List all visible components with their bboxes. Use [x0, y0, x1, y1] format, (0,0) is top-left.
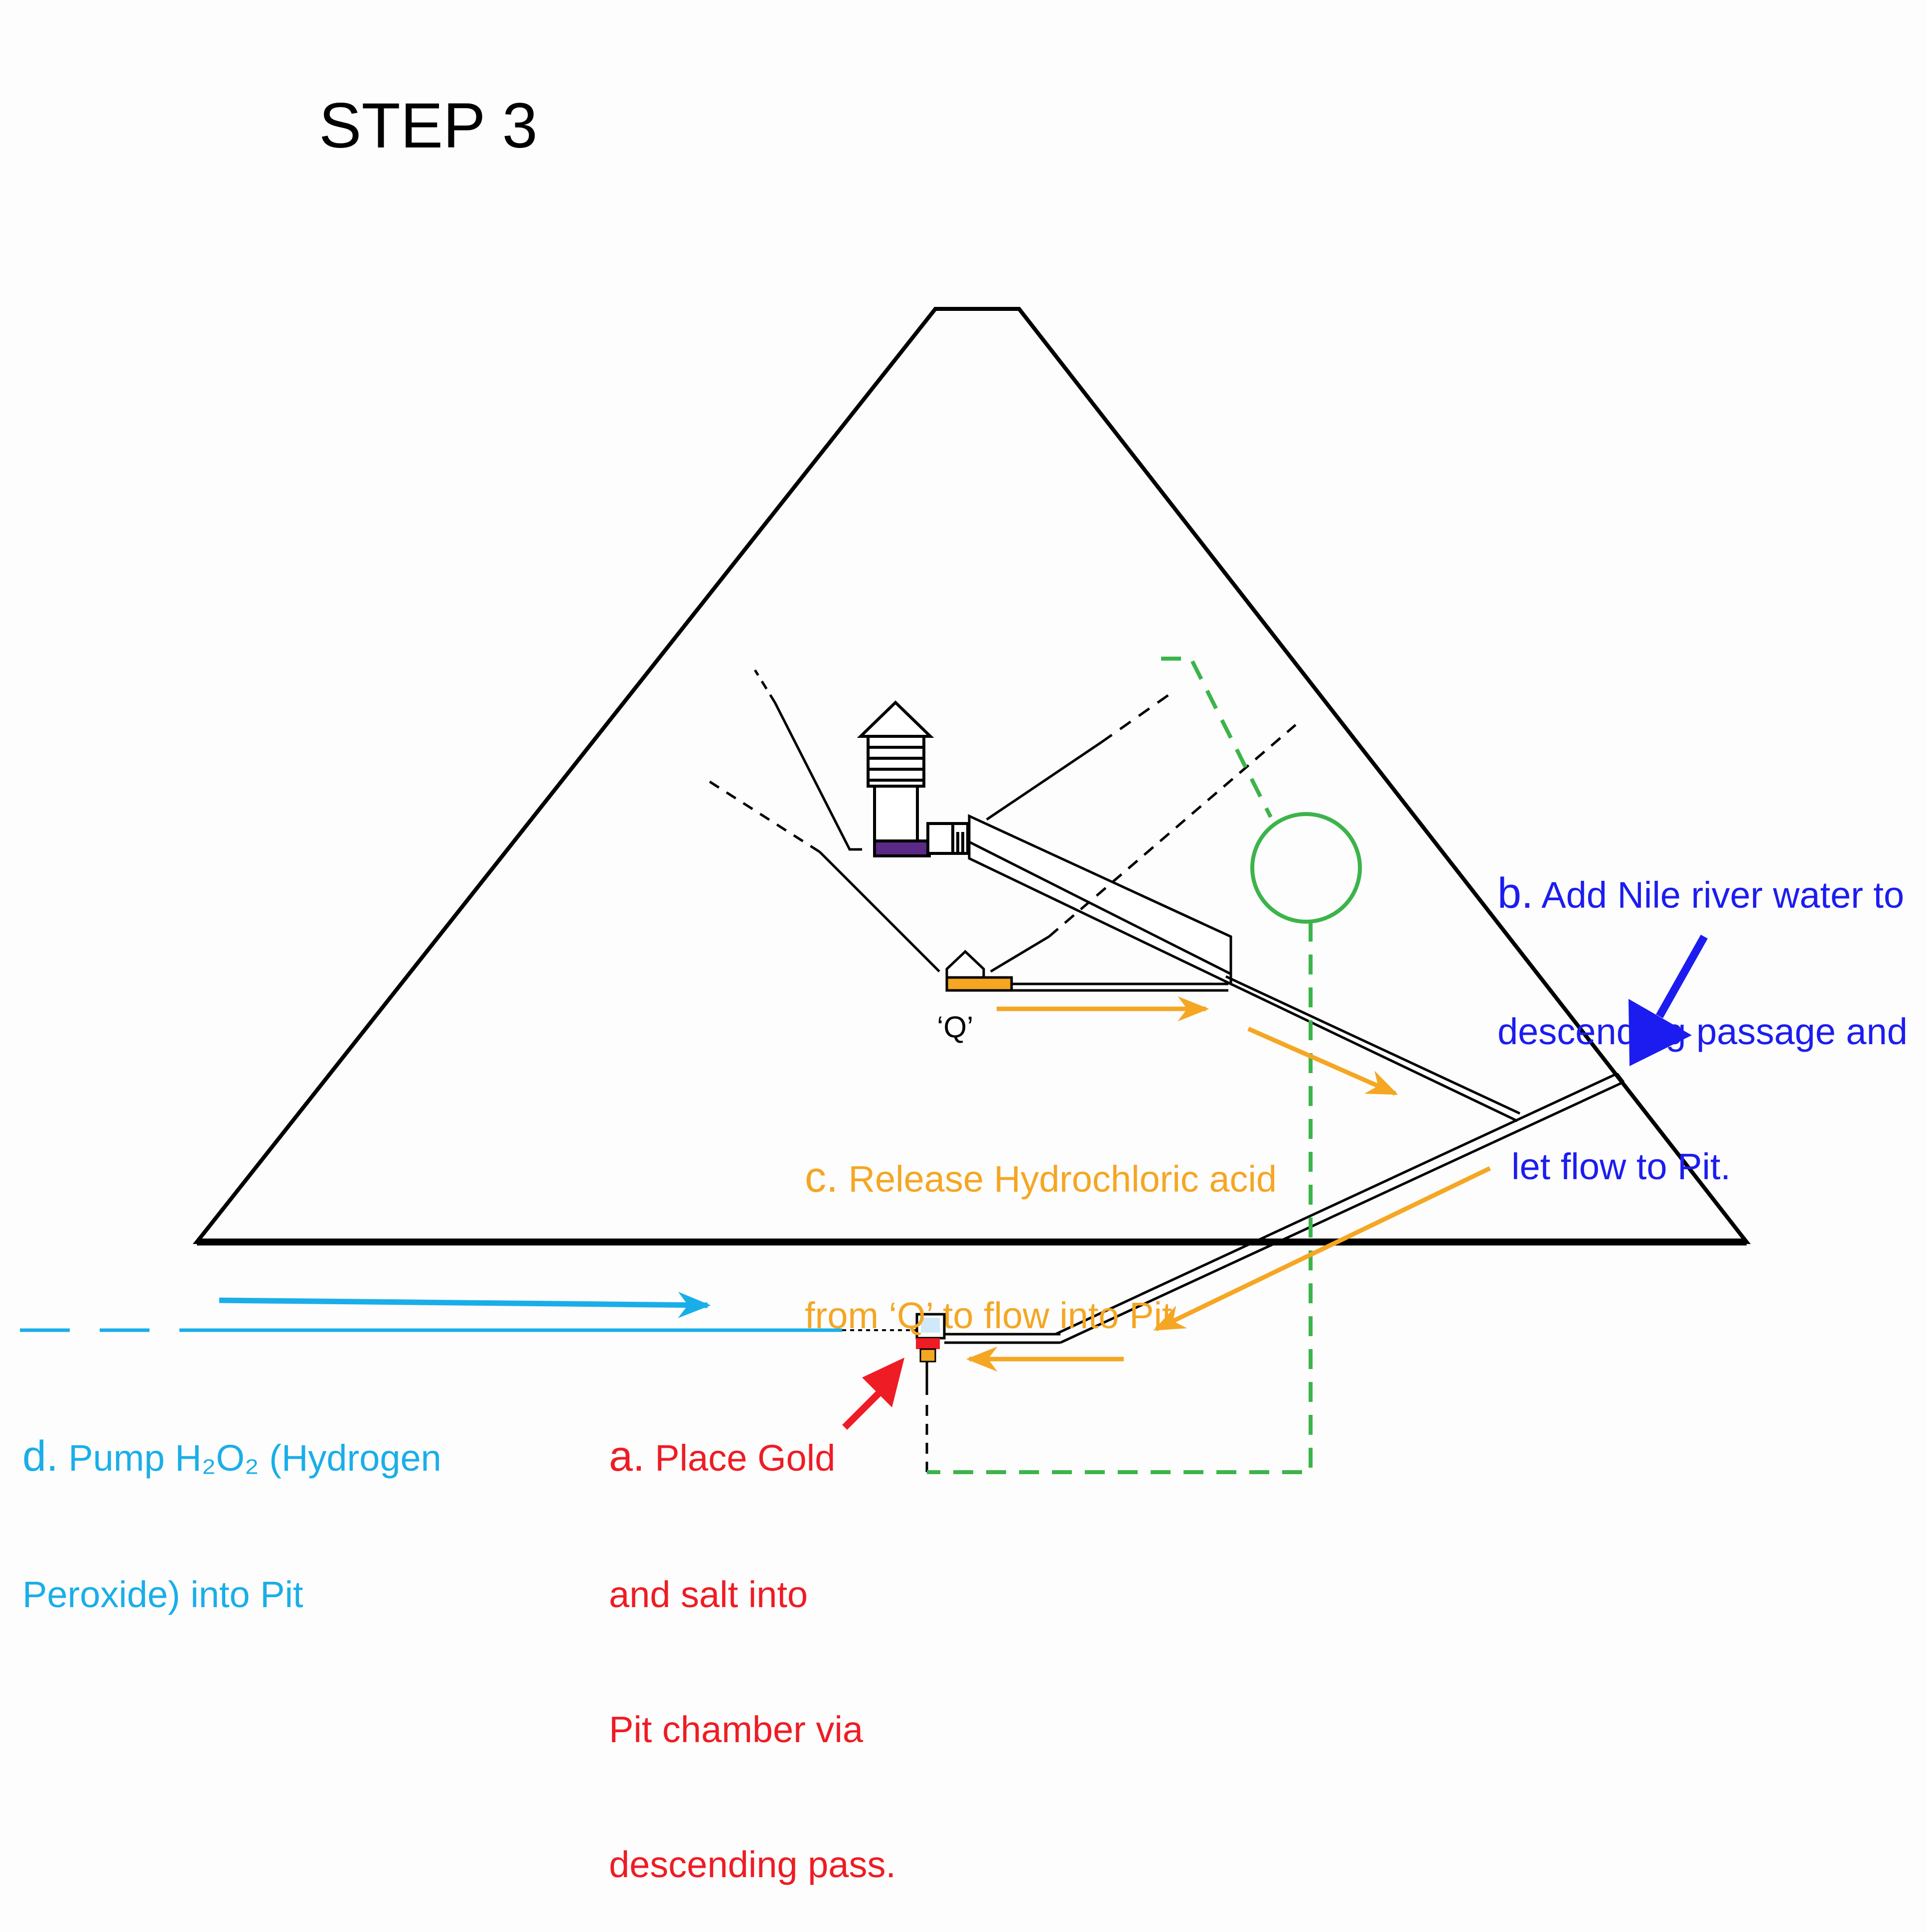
ascending-passage	[1225, 975, 1521, 1122]
pit-chamber	[842, 1313, 946, 1472]
queens-chamber	[702, 724, 1297, 992]
step-b-line-2: descending passage and	[1497, 1010, 1908, 1052]
nile-water-arrow	[1629, 935, 1708, 1066]
step-a-line-1: Place Gold	[655, 1437, 836, 1479]
grand-gallery	[968, 814, 1232, 986]
kings-south-shaft	[986, 741, 1102, 821]
acid-arrow-2	[1247, 1026, 1398, 1096]
step-c-line-2: from ‘Q’ to flow into Pit.	[805, 1294, 1183, 1336]
acid-arrow-3	[1153, 1166, 1491, 1332]
step-a-letter: a.	[609, 1432, 645, 1480]
step-d-line-1: Pump H₂O₂ (Hydrogen	[68, 1437, 442, 1479]
step-b-text: b. Add Nile river water to descending pa…	[1497, 777, 1908, 1234]
acid-flow-arrows	[966, 996, 1491, 1372]
green-path	[927, 657, 1362, 1474]
gold-placement-arrow	[842, 1358, 904, 1430]
queens-chamber-floor	[945, 976, 1013, 992]
kings-north-shaft	[773, 701, 862, 851]
step-d-text: d. Pump H₂O₂ (Hydrogen Peroxide) into Pi…	[22, 1340, 442, 1662]
queens-chamber-label: ‘Q’	[937, 1010, 974, 1044]
step-a-line-3: Pit chamber via	[609, 1708, 863, 1750]
kings-chamber	[857, 700, 969, 857]
step-c-text: c. Release Hydrochloric acid from ‘Q’ to…	[805, 1061, 1277, 1383]
step-b-line-1: Add Nile river water to	[1541, 874, 1905, 916]
descending-passage	[944, 1072, 1625, 1344]
step-a-text: a. Place Gold and salt into Pit chamber …	[609, 1340, 896, 1932]
kings-chamber-floor	[873, 839, 931, 857]
step-b-letter: b.	[1497, 869, 1533, 917]
step-d-line-2: Peroxide) into Pit	[22, 1573, 303, 1615]
step-b-line-3: let flow to Pit.	[1511, 1145, 1731, 1187]
step-c-letter: c.	[805, 1153, 838, 1201]
cyan-arrow	[219, 1291, 711, 1318]
page-title: STEP 3	[319, 90, 538, 161]
step-d-letter: d.	[22, 1432, 58, 1480]
step-a-line-4: descending pass.	[609, 1843, 896, 1885]
step-a-line-2: and salt into	[609, 1573, 808, 1615]
pyramid-diagram	[20, 307, 1751, 1474]
step-c-line-1: Release Hydrochloric acid	[848, 1158, 1277, 1200]
